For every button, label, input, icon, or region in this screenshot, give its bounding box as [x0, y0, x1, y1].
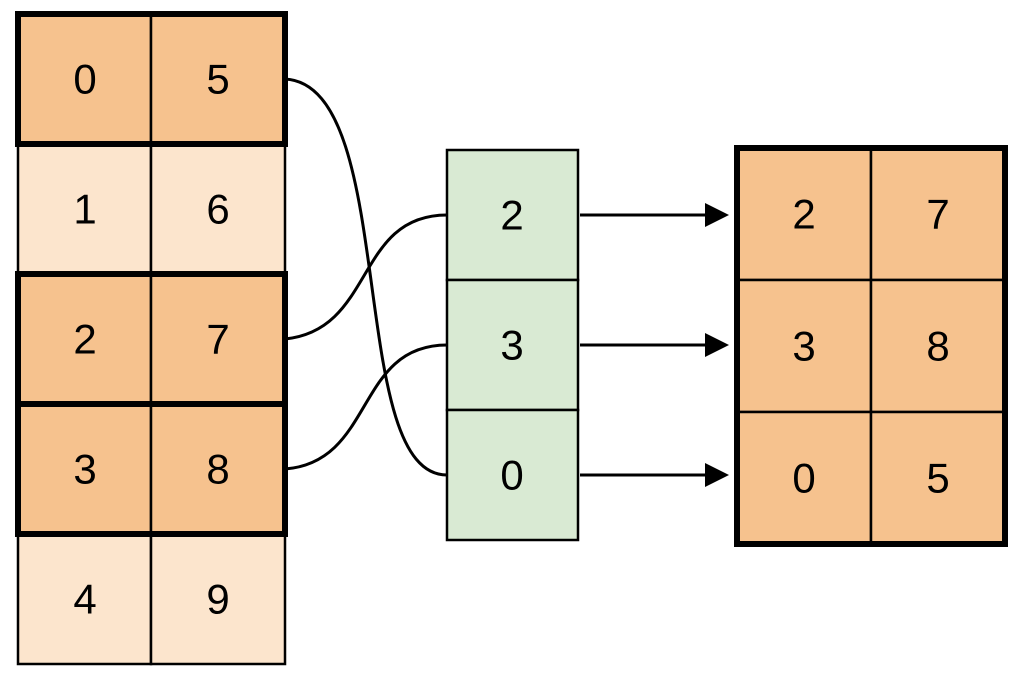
source-cell-r3c1 [149, 402, 287, 536]
source-value: 6 [206, 186, 229, 233]
result-table-border [734, 145, 1008, 547]
connector-curve-row0-to-index0 [284, 77, 448, 477]
source-value: 7 [206, 316, 229, 363]
source-value: 0 [73, 56, 96, 103]
index-value: 0 [500, 452, 523, 499]
index-cell-2 [445, 408, 580, 542]
result-value: 7 [926, 191, 949, 238]
result-cell-r1c0 [735, 278, 873, 414]
result-value: 8 [926, 323, 949, 370]
source-value: 3 [73, 446, 96, 493]
source-value: 8 [206, 446, 229, 493]
source-cell-r4c0 [16, 532, 153, 666]
index-value: 3 [500, 322, 523, 369]
connector-curve-row3-to-index3 [284, 343, 448, 471]
source-cell-r1c0 [16, 142, 153, 276]
result-cell-r0c0 [735, 146, 873, 282]
source-cell-r0c0 [16, 12, 153, 146]
index-value: 2 [500, 192, 523, 239]
result-cell-r1c1 [869, 278, 1007, 414]
result-cell-r2c1 [869, 410, 1007, 546]
result-value: 5 [926, 455, 949, 502]
source-value: 1 [73, 186, 96, 233]
source-value: 5 [206, 56, 229, 103]
source-value: 2 [73, 316, 96, 363]
result-value: 2 [792, 191, 815, 238]
result-cell-r0c1 [869, 146, 1007, 282]
source-value: 4 [73, 576, 96, 623]
result-value: 3 [792, 323, 815, 370]
source-value: 9 [206, 576, 229, 623]
index-cell-0 [445, 148, 580, 282]
index-cell-1 [445, 278, 580, 412]
source-row3-highlight-border [15, 401, 288, 537]
source-row0-highlight-border [15, 11, 288, 147]
result-value: 0 [792, 455, 815, 502]
connector-curve-row2-to-index2 [284, 213, 448, 341]
